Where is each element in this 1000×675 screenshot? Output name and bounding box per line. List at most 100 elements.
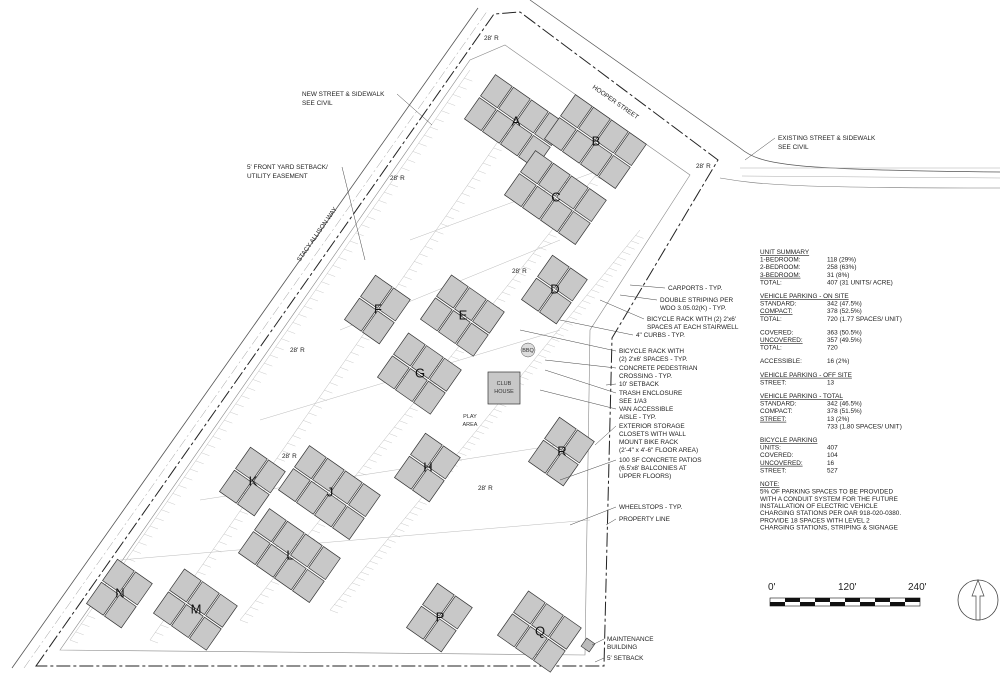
- callout-text: VAN ACCESSIBLE: [619, 406, 673, 413]
- unit-block: [412, 468, 445, 503]
- unit-block: [219, 469, 252, 504]
- unit-block: [406, 605, 439, 640]
- unit-block: [498, 86, 531, 121]
- row-value: 342 (47.5%): [827, 301, 862, 308]
- unit-block: [277, 468, 311, 503]
- unit-block: [395, 368, 428, 403]
- property-line: [35, 11, 719, 667]
- building-h: [394, 432, 461, 503]
- unit-block: [171, 604, 204, 639]
- callout-text: (2) 2'x6' SPACES - TYP.: [619, 356, 688, 363]
- row-value: 118 (29%): [827, 257, 856, 264]
- unit-block: [296, 480, 329, 515]
- row-label: 2-BEDROOM:: [760, 264, 801, 271]
- building-e: [419, 274, 505, 357]
- unit-block: [253, 459, 286, 494]
- building-label: H: [423, 459, 432, 474]
- building-label: D: [550, 281, 559, 296]
- play-area-label-2: AREA: [463, 422, 478, 428]
- callout-text: PROPERTY LINE: [619, 516, 670, 523]
- unit-block: [169, 568, 202, 603]
- existing-street-line: [740, 167, 1000, 179]
- scale-label-120: 120': [838, 582, 857, 593]
- unit-block: [480, 74, 513, 109]
- building-label: P: [436, 609, 445, 624]
- unit-block: [308, 546, 341, 581]
- section-title: VEHICLE PARKING - TOTAL: [760, 393, 843, 400]
- unit-block: [424, 618, 457, 653]
- row-label: TOTAL:: [760, 345, 782, 352]
- row-label: STREET:: [760, 379, 787, 386]
- unit-block: [348, 483, 381, 518]
- unit-block: [596, 119, 629, 154]
- row-value: 733 (1.80 SPACES/ UNIT): [827, 423, 902, 430]
- row-label: STANDARD:: [760, 301, 797, 308]
- callout-text: WHEELSTOPS - TYP.: [619, 504, 682, 511]
- callout-text: NEW STREET & SIDEWALK: [302, 91, 385, 98]
- unit-block: [187, 581, 220, 616]
- unit-block: [463, 97, 497, 132]
- radius-label: 28' R: [290, 347, 305, 354]
- unit-block: [394, 455, 427, 490]
- section-title: UNIT SUMMARY: [760, 249, 810, 256]
- row-label: TOTAL:: [760, 279, 782, 286]
- unit-block: [438, 310, 471, 345]
- unit-block: [543, 117, 577, 152]
- row-value: 13: [827, 379, 835, 386]
- unit-block: [580, 142, 613, 177]
- unit-block: [522, 185, 555, 220]
- callout-text: UTILITY EASEMENT: [247, 173, 308, 180]
- scale-segment: [860, 602, 875, 606]
- row-value: 378 (52.5%): [827, 308, 862, 315]
- row-label: COMPACT:: [760, 308, 793, 315]
- row-value: 342 (46.5%): [827, 401, 862, 408]
- callout-text: 5' FRONT YARD SETBACK/: [247, 164, 328, 171]
- unit-block: [120, 571, 153, 606]
- unit-block: [237, 531, 271, 566]
- unit-block: [598, 154, 631, 189]
- callout-wheelstops: WHEELSTOPS - TYP.: [569, 504, 682, 526]
- building-m: [152, 568, 238, 651]
- unit-block: [538, 162, 571, 197]
- unit-block: [516, 99, 549, 134]
- callout-text: BICYCLE RACK WITH: [619, 348, 684, 355]
- row-value: 378 (51.5%): [827, 408, 862, 415]
- unit-block: [546, 452, 579, 487]
- unit-block: [104, 594, 137, 629]
- note-line: PROVIDE 18 SPACES WITH LEVEL 2: [760, 517, 870, 524]
- callout-text: EXISTING STREET & SIDEWALK: [778, 135, 876, 142]
- callout-text: SEE 1/A3: [619, 398, 647, 405]
- row-value: 258 (63%): [827, 264, 857, 271]
- scale-segment: [830, 602, 845, 606]
- row-label: 3-BEDROOM:: [760, 272, 801, 279]
- row-value: 720 (1.77 SPACES/ UNIT): [827, 316, 902, 323]
- unit-block: [440, 595, 473, 630]
- scale-label-0: 0': [768, 582, 776, 593]
- building-k: [219, 446, 286, 517]
- unit-block: [540, 198, 573, 233]
- scale-segment: [800, 602, 815, 606]
- callout-text: SPACES AT EACH STAIRWELL: [647, 324, 739, 331]
- building-label: A: [512, 113, 521, 128]
- unit-block: [521, 277, 554, 312]
- callout-text: 5' SETBACK: [607, 655, 644, 662]
- unit-block: [419, 297, 453, 332]
- building-label: E: [459, 307, 468, 322]
- unit-block: [189, 616, 222, 651]
- callout-text: EXTERIOR STORAGE: [619, 423, 685, 430]
- callout-text: CONCRETE PEDESTRIAN: [619, 365, 698, 372]
- row-label: TOTAL:: [760, 316, 782, 323]
- callout-bike-rack: BICYCLE RACK WITH(2) 2'x6' SPACES - TYP.: [519, 329, 688, 363]
- unit-block: [428, 445, 461, 480]
- summary-section: BICYCLE PARKINGUNITS:407COVERED:104UNCOV…: [760, 437, 838, 474]
- unit-block: [562, 129, 595, 164]
- building-label: Q: [535, 623, 545, 638]
